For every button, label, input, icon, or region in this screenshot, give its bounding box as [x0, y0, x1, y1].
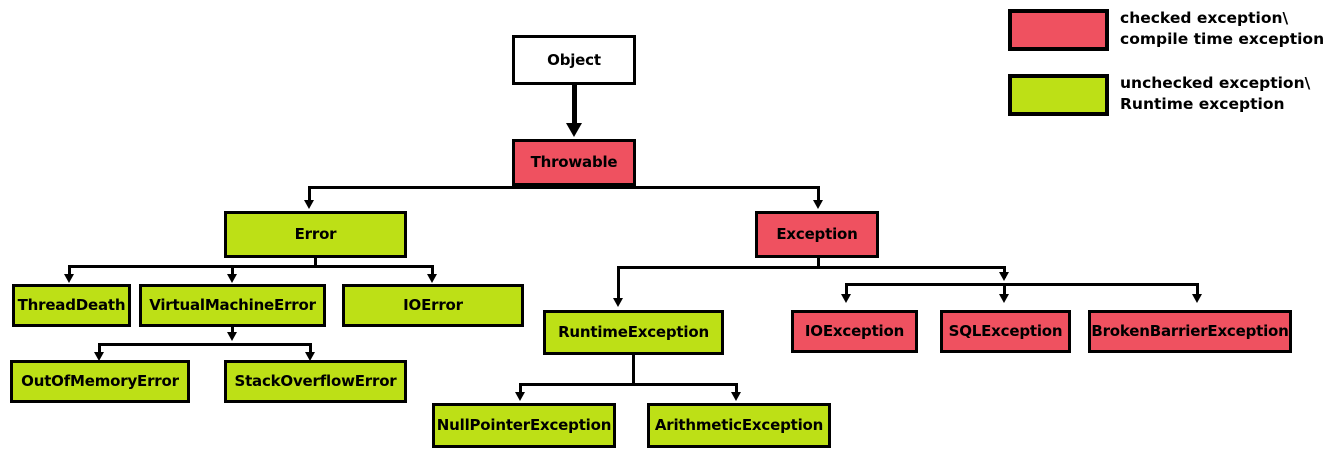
arrowhead-exception — [813, 200, 823, 209]
edge-object-throwable — [572, 85, 577, 125]
edge-exception-bus — [617, 266, 1006, 269]
edge-error-threaddeath-drop — [68, 265, 71, 278]
node-label-brokenbarrierexception: BrokenBarrierException — [1091, 322, 1289, 340]
edge-sqlexception-drop — [1003, 283, 1006, 297]
arrowhead-threaddeath — [64, 274, 74, 283]
node-nullpointerexception[interactable]: NullPointerException — [432, 403, 616, 448]
node-error[interactable]: Error — [224, 211, 407, 258]
edge-vme-soe-drop — [309, 343, 312, 356]
edge-vme-stem — [231, 327, 234, 335]
edge-runtime-bus — [519, 383, 738, 386]
node-label-virtualmachineerror: VirtualMachineError — [149, 296, 316, 314]
arrowhead-ioexception — [841, 294, 851, 303]
node-outofmemoryerror[interactable]: OutOfMemoryError — [10, 360, 190, 403]
node-virtualmachineerror[interactable]: VirtualMachineError — [139, 284, 326, 327]
edge-vme-bus — [98, 343, 312, 346]
node-exception[interactable]: Exception — [755, 211, 879, 258]
edge-vme-oome-drop — [98, 343, 101, 356]
legend-label-checked: checked exception\ compile time exceptio… — [1120, 9, 1325, 48]
legend-swatch-checked — [1008, 9, 1109, 51]
arrowhead-brokenbarrierexception — [1192, 294, 1202, 303]
node-sqlexception[interactable]: SQLException — [940, 310, 1071, 353]
arrowhead-runtimeexception — [613, 298, 623, 307]
node-label-outofmemoryerror: OutOfMemoryError — [21, 372, 179, 390]
node-label-error: Error — [294, 225, 337, 243]
edge-exception-runtime-drop — [617, 266, 620, 302]
edge-exception-sub-bus — [845, 283, 1199, 286]
arrowhead-sqlexception — [999, 294, 1009, 303]
node-ioerror[interactable]: IOError — [342, 284, 524, 327]
node-runtimeexception[interactable]: RuntimeException — [543, 310, 724, 355]
arrowhead-virtualmachineerror — [227, 274, 237, 283]
edge-runtime-stem — [632, 355, 635, 383]
node-arithmeticexception[interactable]: ArithmeticException — [647, 403, 831, 448]
edge-error-stem — [314, 258, 317, 266]
edge-error-bus — [68, 265, 434, 268]
node-label-threaddeath: ThreadDeath — [17, 296, 126, 314]
edge-ioexception-drop — [845, 283, 848, 297]
node-brokenbarrierexception[interactable]: BrokenBarrierException — [1088, 310, 1292, 353]
legend-label-unchecked: unchecked exception\ Runtime exception — [1120, 74, 1311, 113]
edge-throwable-error-drop — [308, 186, 311, 204]
node-label-stackoverflowerror: StackOverflowError — [234, 372, 397, 390]
node-label-nullpointerexception: NullPointerException — [436, 416, 612, 434]
legend-swatch-unchecked — [1008, 74, 1109, 116]
edge-throwable-bus — [308, 186, 820, 189]
node-threaddeath[interactable]: ThreadDeath — [12, 284, 131, 327]
arrowhead-arithmeticexception — [731, 392, 741, 401]
arrowhead-error — [304, 200, 314, 209]
node-object[interactable]: Object — [512, 35, 636, 85]
node-label-sqlexception: SQLException — [948, 322, 1063, 340]
arrowhead-stackoverflowerror — [305, 352, 315, 361]
edge-throwable-exception-drop — [817, 186, 820, 204]
arrowhead-throwable — [566, 123, 582, 137]
node-label-arithmeticexception: ArithmeticException — [654, 416, 824, 434]
node-ioexception[interactable]: IOException — [791, 310, 918, 353]
node-label-ioexception: IOException — [804, 322, 905, 340]
node-label-runtimeexception: RuntimeException — [558, 323, 709, 341]
node-throwable[interactable]: Throwable — [512, 139, 636, 186]
node-label-ioerror: IOError — [403, 296, 463, 314]
edge-error-ioerror-drop — [431, 265, 434, 278]
node-stackoverflowerror[interactable]: StackOverflowError — [224, 360, 407, 403]
edge-runtime-arith-drop — [735, 383, 738, 396]
arrowhead-exception-sub — [999, 272, 1009, 281]
edge-error-vme-drop — [231, 265, 234, 278]
edge-exception-stem — [817, 258, 820, 266]
edge-runtime-npe-drop — [519, 383, 522, 396]
arrowhead-ioerror — [427, 274, 437, 283]
arrowhead-nullpointerexception — [515, 392, 525, 401]
node-label-throwable: Throwable — [530, 153, 618, 171]
edge-brokenbarrier-drop — [1196, 283, 1199, 297]
node-label-exception: Exception — [776, 225, 858, 243]
arrowhead-vme-stem — [227, 332, 237, 341]
node-label-object: Object — [547, 50, 601, 69]
arrowhead-outofmemoryerror — [94, 352, 104, 361]
